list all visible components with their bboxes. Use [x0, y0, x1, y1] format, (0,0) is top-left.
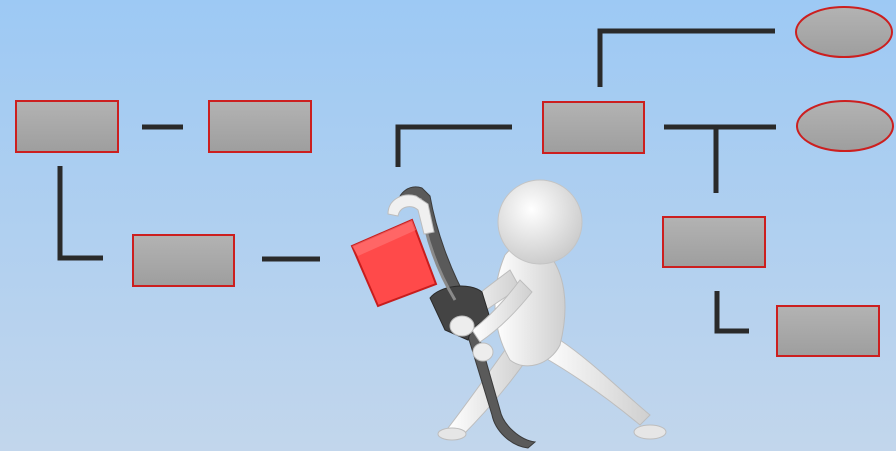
box-right-bottom	[777, 306, 879, 356]
box-left-top	[16, 101, 118, 152]
oval-right	[797, 101, 893, 151]
oval-top-right	[796, 7, 892, 57]
box-left-bottom	[133, 235, 234, 286]
box-center-hub	[543, 102, 644, 153]
box-right-middle	[663, 217, 765, 267]
box-middle-top	[209, 101, 311, 152]
